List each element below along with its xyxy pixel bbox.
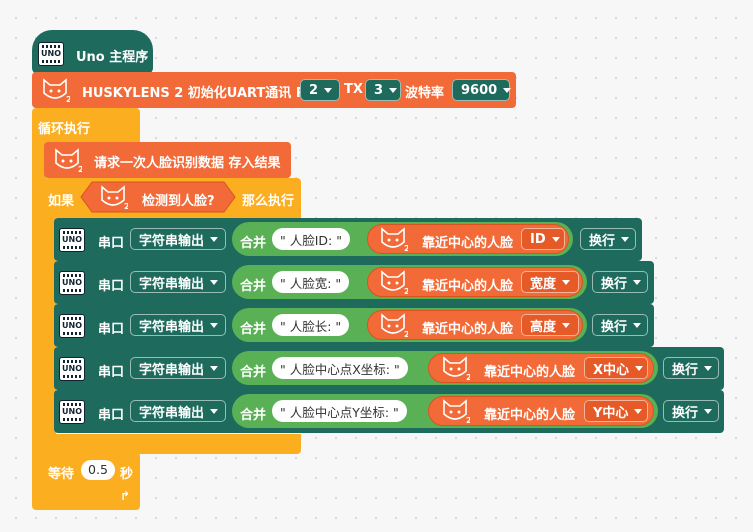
condition-label: 检测到人脸? (142, 194, 215, 209)
wait-seconds-input[interactable]: 0.5 (81, 460, 115, 480)
output-mode-dropdown[interactable]: 字符串输出 (130, 271, 226, 293)
uno-board-icon: UNO (59, 228, 85, 252)
face-label: 靠近中心的人脸 (422, 236, 514, 251)
svg-text:2: 2 (66, 95, 70, 103)
svg-text:2: 2 (466, 416, 470, 424)
merge-label: 合并 (240, 365, 267, 380)
seconds-unit-label: 秒 (120, 467, 134, 482)
output-mode-dropdown[interactable]: 字符串输出 (130, 314, 226, 336)
baud-label: 波特率 (405, 86, 445, 101)
face-attribute-dropdown[interactable]: 宽度 (521, 271, 579, 293)
request-block[interactable] (44, 142, 291, 178)
uno-board-icon: UNO (59, 400, 85, 424)
serial-label: 串口 (98, 365, 125, 380)
baud-dropdown[interactable]: 9600 (452, 79, 512, 101)
huskylens-cat-icon: 2 (381, 227, 408, 252)
loop-block[interactable] (32, 108, 140, 144)
svg-text:2: 2 (124, 202, 128, 210)
loop-arrow-icon: ↱ (120, 489, 131, 503)
huskylens-cat-icon: 2 (443, 356, 470, 381)
newline-dropdown[interactable]: 换行 (580, 228, 636, 250)
text-string-input[interactable]: " 人脸中心点X坐标: " (272, 357, 408, 379)
output-mode-dropdown[interactable]: 字符串输出 (130, 357, 226, 379)
merge-label: 合并 (240, 322, 267, 337)
wait-label: 等待 (48, 467, 75, 482)
then-label: 那么执行 (242, 194, 295, 209)
huskylens-cat-icon: 2 (381, 270, 408, 295)
output-mode-dropdown[interactable]: 字符串输出 (130, 400, 226, 422)
huskylens-cat-icon: 2 (55, 148, 82, 173)
serial-label: 串口 (98, 279, 125, 294)
if-bottom (44, 434, 301, 454)
serial-label: 串口 (98, 408, 125, 423)
svg-text:2: 2 (78, 165, 82, 173)
request-label: 请求一次人脸识别数据 存入结果 (94, 156, 281, 171)
face-attribute-dropdown[interactable]: Y中心 (584, 400, 648, 422)
huskylens-cat-icon: 2 (443, 399, 470, 424)
tx-label: TX (344, 82, 363, 97)
rx-pin-dropdown[interactable]: 2 (300, 79, 340, 101)
merge-label: 合并 (240, 279, 267, 294)
merge-label: 合并 (240, 236, 267, 251)
face-label: 靠近中心的人脸 (484, 408, 576, 423)
uno-board-icon: UNO (59, 314, 85, 338)
uno-board-icon: UNO (59, 357, 85, 381)
face-label: 靠近中心的人脸 (484, 365, 576, 380)
main-program-title: Uno 主程序 (76, 50, 149, 65)
huskylens-cat-icon: 2 (381, 313, 408, 338)
huskylens-cat-icon: 2 (43, 78, 70, 103)
tx-pin-dropdown[interactable]: 3 (365, 79, 401, 101)
face-label: 靠近中心的人脸 (422, 322, 514, 337)
huskylens-cat-icon: 2 (101, 185, 128, 210)
svg-text:2: 2 (404, 330, 408, 338)
serial-label: 串口 (98, 322, 125, 337)
loop-arm (32, 140, 46, 486)
if-label: 如果 (48, 194, 75, 209)
serial-label: 串口 (98, 236, 125, 251)
face-attribute-dropdown[interactable]: ID (521, 228, 565, 250)
if-arm (44, 214, 56, 438)
face-attribute-dropdown[interactable]: X中心 (584, 357, 648, 379)
newline-dropdown[interactable]: 换行 (592, 271, 648, 293)
output-mode-dropdown[interactable]: 字符串输出 (130, 228, 226, 250)
svg-text:2: 2 (404, 287, 408, 295)
uno-board-icon: UNO (59, 271, 85, 295)
loop-bottom (32, 484, 140, 510)
uno-board-icon: UNO (38, 42, 64, 66)
text-string-input[interactable]: " 人脸宽: " (272, 271, 350, 293)
svg-text:2: 2 (404, 244, 408, 252)
newline-dropdown[interactable]: 换行 (663, 357, 719, 379)
newline-dropdown[interactable]: 换行 (592, 314, 648, 336)
svg-text:2: 2 (466, 373, 470, 381)
condition-hexagon[interactable] (80, 181, 236, 213)
text-string-input[interactable]: " 人脸中心点Y坐标: " (272, 400, 407, 422)
huskylens-init-block[interactable] (32, 72, 516, 108)
loop-label: 循环执行 (38, 122, 91, 137)
newline-dropdown[interactable]: 换行 (663, 400, 719, 422)
init-label: HUSKYLENS 2 初始化UART通讯 RX (82, 86, 316, 101)
text-string-input[interactable]: " 人脸ID: " (272, 228, 350, 250)
merge-label: 合并 (240, 408, 267, 423)
face-label: 靠近中心的人脸 (422, 279, 514, 294)
text-string-input[interactable]: " 人脸长: " (272, 314, 350, 336)
face-attribute-dropdown[interactable]: 高度 (521, 314, 579, 336)
